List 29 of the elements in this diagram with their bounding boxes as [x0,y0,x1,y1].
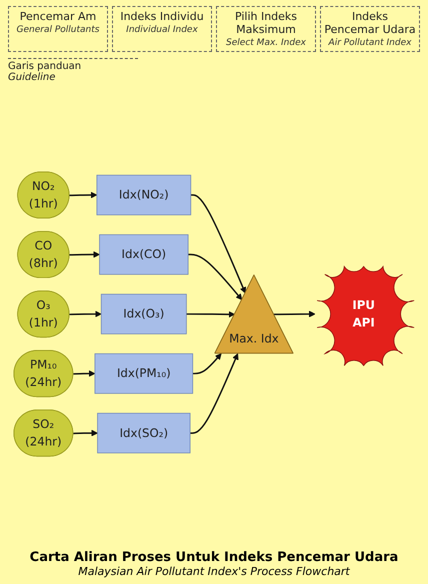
guideline-label: Guideline [8,72,56,83]
arrow [188,254,242,301]
arrow [192,354,222,375]
column-subheading: General Pollutants [16,25,100,35]
arrow [186,312,235,318]
guideline-label: Garis panduan [8,61,82,72]
arrow [69,252,100,258]
node-box [94,354,194,394]
column-subheading: Individual Index [125,25,199,35]
arrow [73,370,96,378]
arrow [190,354,238,434]
node-box [100,294,187,335]
column-heading: Pilih Indeks Maksimum [234,10,298,36]
column-subheading: Select Max. Index [225,38,307,48]
arrow [69,311,102,318]
node-box [96,175,192,216]
arrow [274,311,316,318]
arrow [69,192,98,199]
arrow [73,430,98,437]
column-heading: Pencemar Am [18,10,98,23]
flowchart: NO₂ (1hr) CO (8hr) O₃ (1hr) PM₁₀ (24hr) SO₂ (24hr) Idx(NO₂) Idx(CO) Idx(O₃) Idx(PM₁₀) Idx(SO₂) Max. Idx IPU API [8,166,420,463]
caption: Malaysian Air Pollutant Index's Process Flowchart [77,565,351,578]
column-subheading: Air Pollutant Index [327,38,412,48]
node-box [99,234,188,276]
title: Carta Aliran Proses Untuk Indeks Pencemar Udara [28,550,400,565]
column-heading: Indeks Individu [119,10,205,23]
arrow [190,194,246,294]
column-heading: Indeks Pencemar Udara [324,10,416,36]
node-box [97,413,190,454]
